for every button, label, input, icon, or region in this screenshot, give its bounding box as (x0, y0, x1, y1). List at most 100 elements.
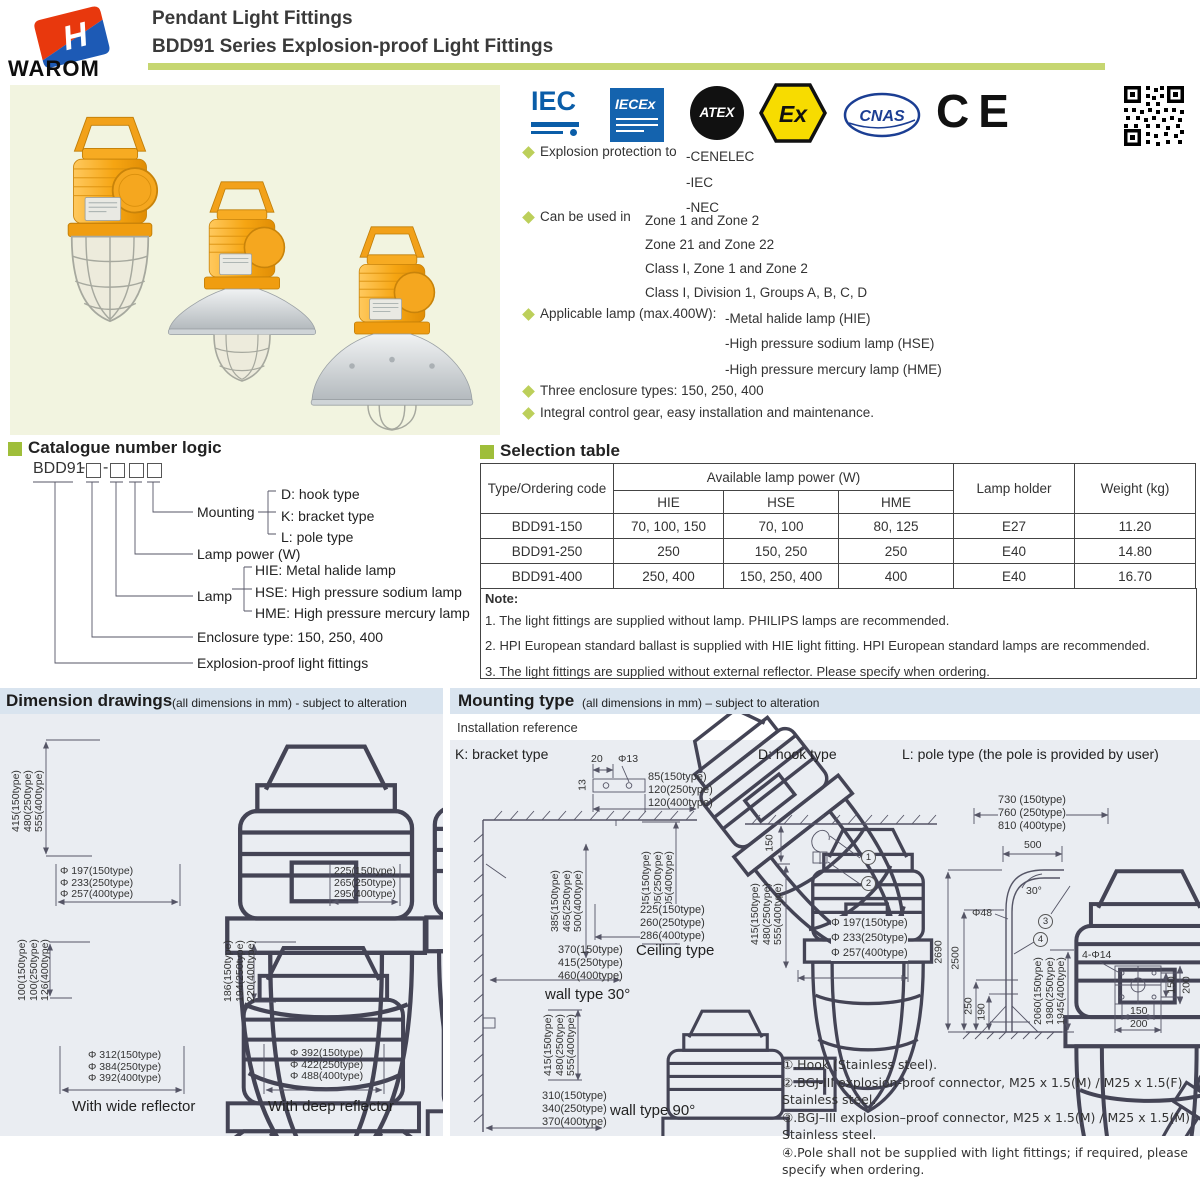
cert-iec-dot (570, 129, 577, 136)
cert-iecex-text: IECEx (615, 96, 656, 112)
bullet-diamond-icon (522, 146, 535, 159)
plate-right-dim-200: 200 (1180, 976, 1193, 994)
wall90-caption: wall type 90° (610, 1102, 696, 1119)
cert-atex-text: ATEX (699, 105, 735, 120)
cell-weight: 11.20 (1074, 513, 1196, 539)
cert-ex-icon: Ex (759, 83, 827, 143)
cert-iecex-line (616, 118, 658, 120)
mounting-options: D: hook type K: bracket type L: pole typ… (281, 486, 375, 545)
wall30-caption: wall type 30° (545, 986, 631, 1003)
cell-holder: E40 (953, 563, 1075, 589)
code-dash: - (103, 459, 109, 476)
col-header-hse: HSE (723, 490, 839, 514)
callout-3: 3 (1038, 914, 1053, 929)
table-notes: 1. The light fittings are supplied witho… (485, 613, 1150, 679)
datasheet-page: { "header": { "brand": "WAROM", "title1"… (0, 6, 1200, 1177)
cell-hme: 400 (838, 563, 954, 589)
mounting-type-title: Mounting type (458, 691, 575, 710)
dimension-drawings-title: Dimension drawings (6, 691, 173, 710)
dim-side-width-label: 225(150type) 265(250type) 295(400type) (334, 865, 396, 900)
cell-holder: E40 (953, 538, 1075, 564)
cell-hse: 70, 100 (723, 513, 839, 539)
plate-bottom-dim-200: 200 (1130, 1018, 1148, 1030)
cell-weight: 14.80 (1074, 538, 1196, 564)
cert-iecex-icon: IECEx (610, 88, 664, 142)
wall30-width-dims: 370(150type) 415(250type) 460(400type) (558, 944, 623, 982)
hook-diameter-dims: Φ 197(150type) Φ 233(250type) Φ 257(400t… (831, 916, 908, 961)
mounting-type-panel: Installation reference (450, 714, 1200, 1177)
cert-iec-text: IEC (531, 86, 577, 116)
bullet-diamond-icon (522, 385, 535, 398)
bullet-diamond-icon (522, 407, 535, 420)
cert-ex-text: Ex (779, 101, 808, 127)
feature-values: -Metal halide lamp (HIE) -High pressure … (725, 311, 942, 377)
cert-iecex-line2 (616, 124, 658, 126)
warom-logo: H (34, 6, 110, 68)
lamp-label: Lamp (197, 588, 233, 604)
cell-hse: 150, 250 (723, 538, 839, 564)
pole-total-height-dim: 2690 (932, 940, 945, 964)
wall30-height-dims: 385(150type) 465(250type) 500(400type) (548, 870, 584, 932)
pole-250-dim: 250 (962, 997, 975, 1015)
feature-label: Three enclosure types: 150, 250, 400 (540, 383, 764, 398)
callout-4: 4 (1033, 932, 1048, 947)
col-header-power: Available lamp power (W) (613, 463, 954, 491)
base-holes-dim: 4-Φ14 (1082, 949, 1112, 961)
code-box (110, 463, 125, 478)
header-accent-bar (148, 63, 1105, 70)
lamp-wide-reflector-illustration (167, 181, 317, 382)
pole-type-label: L: pole type (the pole is provided by us… (902, 746, 1159, 762)
pole-190-dim: 190 (975, 1003, 988, 1021)
plate-bottom-dim-150: 150 (1130, 1005, 1148, 1017)
feature-label: Explosion protection to (540, 144, 677, 159)
cell-hie: 250, 400 (613, 563, 724, 589)
col-header-type: Type/Ordering code (480, 463, 614, 514)
mounting-label: Mounting (197, 504, 255, 520)
deep-reflector-caption: With deep reflector (268, 1098, 394, 1115)
ceiling-width-dims: 225(150type) 260(250type) 286(400type) (640, 904, 705, 943)
hook-height-dims: 415(150type) 480(250type) 555(400type) (748, 883, 784, 945)
bullet-diamond-icon (522, 308, 535, 321)
selection-table: Type/Ordering code Available lamp power … (480, 463, 1196, 589)
bracket-type-label: K: bracket type (455, 746, 549, 762)
pole-angle-dim: 30° (1026, 885, 1042, 897)
pole-top-width-dims: 730 (150type) 760 (250type) 810 (400type… (998, 794, 1066, 833)
bracket-height-dim: 13 (576, 779, 589, 791)
mounting-type-subtitle: (all dimensions in mm) – subject to alte… (582, 696, 820, 710)
callout-2: 2 (861, 876, 876, 891)
cell-hme: 80, 125 (838, 513, 954, 539)
cert-ce-icon: CE (936, 85, 1018, 137)
note-title: Note: (485, 591, 519, 606)
base-label: Explosion-proof light fittings (197, 655, 369, 671)
dim-wide-diameter-label: Φ 312(150type) Φ 384(250type) Φ 392(400t… (88, 1049, 162, 1084)
plate-right-dim-150: 150 (1165, 976, 1178, 994)
pole-lamp-height-dims: 2060(150type) 1980(250type) 1945(400type… (1031, 957, 1067, 1025)
page-title-line2: BDD91 Series Explosion-proof Light Fitti… (152, 36, 554, 57)
dim-front-height-label: 415(150type) 480(250type) 555(400type) (9, 770, 45, 832)
product-photo (10, 85, 500, 435)
code-box (147, 463, 162, 478)
brand-wordmark: WAROM (8, 56, 100, 81)
feature-label: Integral control gear, easy installation… (540, 405, 874, 420)
qr-code (1122, 84, 1186, 148)
table-notes-box: Note: 1. The light fittings are supplied… (480, 588, 1197, 679)
catalogue-tree-lines (33, 481, 276, 664)
col-header-holder: Lamp holder (953, 463, 1075, 514)
wall90-width-dims: 310(150type) 340(250type) 370(400type) (542, 1090, 607, 1128)
hook-top-dim: 150 (763, 834, 776, 852)
bullet-diamond-icon (522, 211, 535, 224)
dim-deep-height-label: 186(150type) 194(250type) 220(400type) (221, 940, 257, 1002)
pole-height-dim: 2500 (949, 946, 962, 970)
cell-hie: 250 (613, 538, 724, 564)
dim-front-diameter-label: Φ 197(150type) Φ 233(250type) Φ 257(400t… (60, 865, 134, 900)
cell-code: BDD91-150 (480, 513, 614, 539)
selection-table-title: Selection table (500, 441, 620, 460)
mounting-type-header: Mounting type (all dimensions in mm) – s… (450, 688, 1200, 714)
ceiling-type-caption: Ceiling type (636, 942, 715, 959)
bracket-hole-dim: Φ13 (618, 753, 639, 765)
page-title-line1: Pendant Light Fittings (152, 8, 353, 29)
bracket-width-dim: 20 (591, 753, 603, 765)
